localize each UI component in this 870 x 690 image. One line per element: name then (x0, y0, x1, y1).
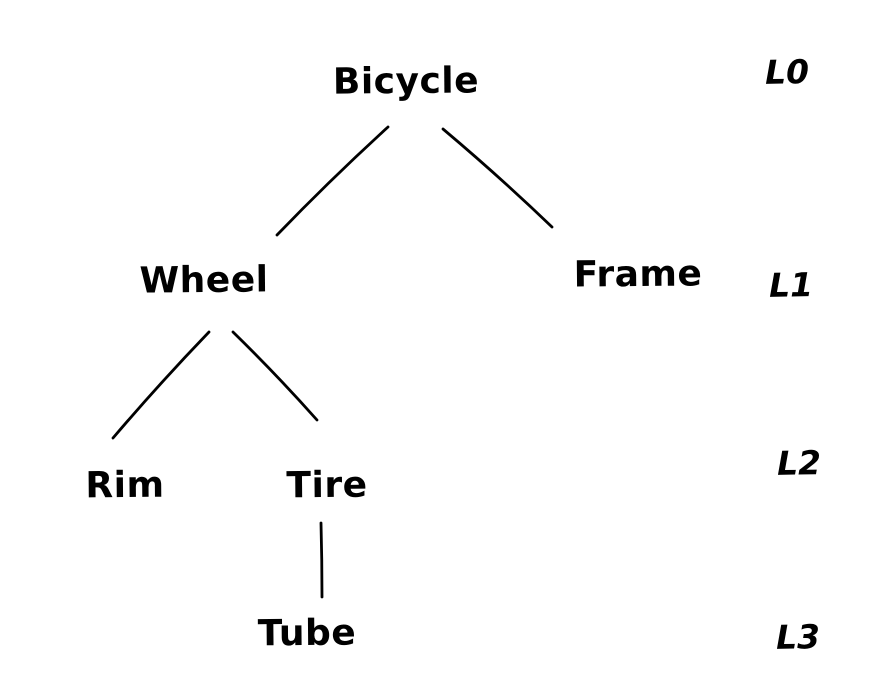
node-wheel: Wheel (139, 259, 269, 302)
edge-tire-tube (319, 521, 324, 599)
edge-bicycle-frame (441, 127, 554, 229)
node-bicycle: Bicycle (332, 60, 480, 103)
level-label-l2: L2 (776, 443, 822, 483)
level-label-l0: L0 (764, 52, 810, 92)
level-label-l3: L3 (775, 617, 821, 657)
node-rim: Rim (85, 464, 165, 507)
edge-bicycle-wheel (275, 125, 390, 237)
level-label-l1: L1 (768, 265, 814, 305)
node-frame: Frame (573, 253, 703, 296)
node-tire: Tire (286, 464, 368, 507)
edge-wheel-tire (231, 330, 319, 422)
node-tube: Tube (257, 612, 357, 655)
edge-wheel-rim (111, 330, 211, 440)
